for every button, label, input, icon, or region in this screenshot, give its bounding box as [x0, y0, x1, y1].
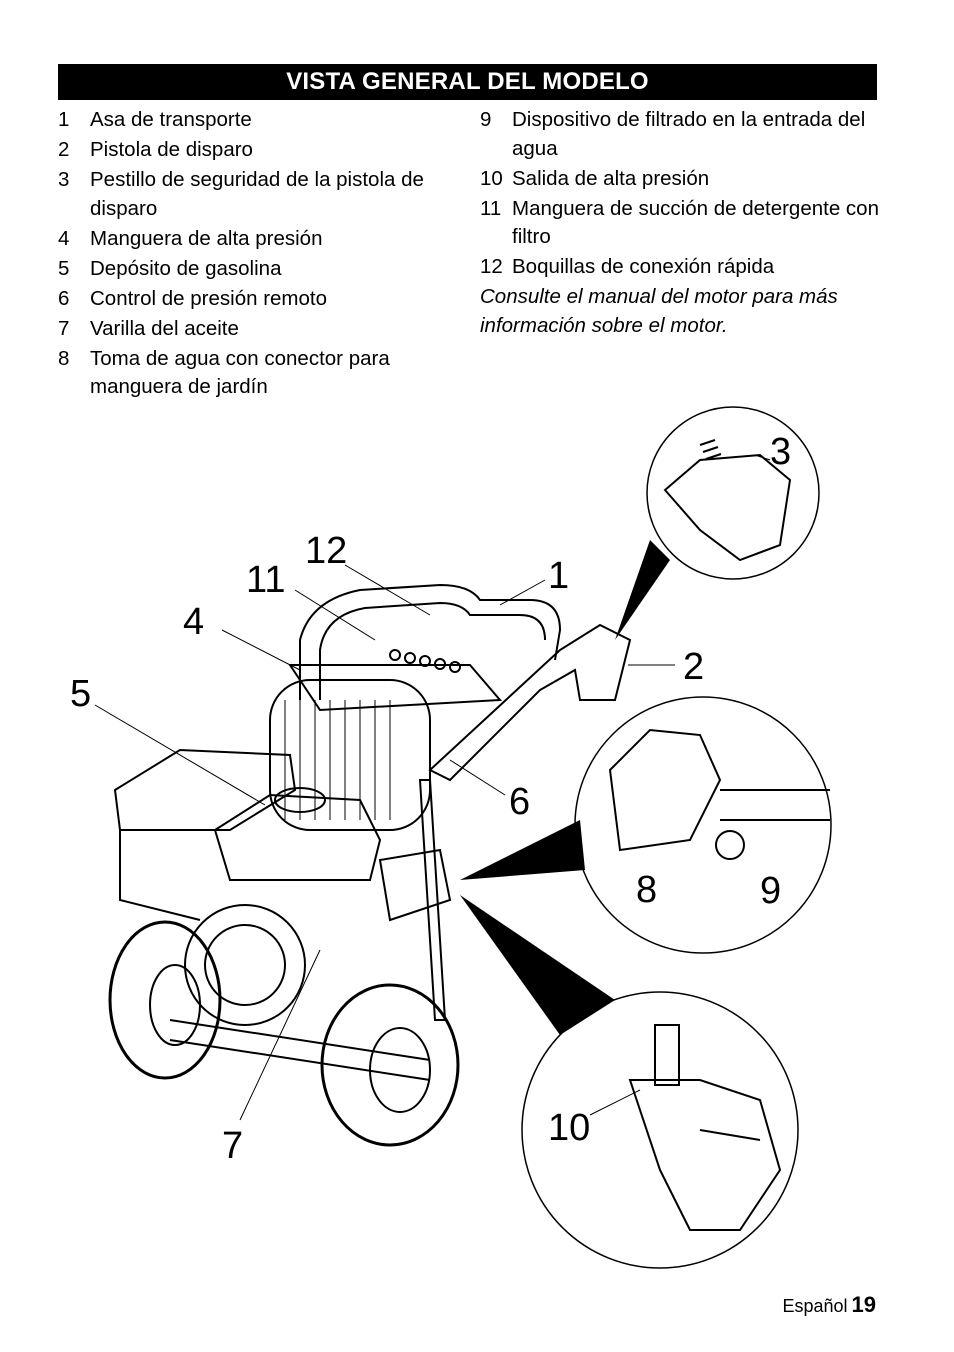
legend-item: 2 Pistola de disparo: [58, 136, 463, 165]
callout-2: 2: [683, 646, 704, 688]
legend-number: 10: [480, 166, 503, 190]
legend-number: 2: [58, 138, 70, 161]
legend-text: Salida de alta presión: [512, 166, 710, 190]
callout-5: 5: [70, 673, 91, 715]
legend-item: 8 Toma de agua con conector para manguera…: [58, 345, 463, 402]
legend-number: 4: [58, 226, 70, 250]
trigger-gun: [428, 623, 632, 782]
engine-cover: [184, 904, 306, 1026]
fuel-tank: [213, 793, 382, 881]
legend-item: 10 Salida de alta presión: [480, 165, 880, 194]
legend-item: 6 Control de presión remoto: [58, 285, 463, 314]
page-number: 19: [851, 1292, 876, 1317]
legend-item: 9 Dispositivo de filtrado en la entrada d…: [480, 106, 880, 163]
engine-manual-note: Consulte el manual del motor para más in…: [480, 285, 838, 337]
legend-text: Control de presión remoto: [90, 286, 328, 310]
legend-number: 3: [58, 168, 70, 191]
detail-circle-high-pressure-outlet: [521, 991, 799, 1269]
footer-language: Español: [782, 1296, 848, 1316]
legend-number: 11: [480, 196, 502, 220]
legend-item: 12 Boquillas de conexión rápida: [480, 253, 880, 282]
legend-text: Dispositivo de filtrado en la entrada de…: [512, 108, 866, 160]
legend-text: Asa de transporte: [90, 108, 252, 131]
detail-circle-safety-latch: [646, 406, 820, 580]
legend-item: 3 Pestillo de seguridad de la pistola de …: [58, 166, 463, 223]
legend-left-column: 1 Asa de transporte 2 Pistola de disparo 3…: [58, 106, 463, 403]
legend-item: 5 Depósito de gasolina: [58, 255, 463, 284]
transport-handle: [299, 583, 562, 700]
left-wheel: [108, 920, 222, 1080]
legend-text: Depósito de gasolina: [90, 256, 282, 280]
control-panel: [288, 664, 503, 712]
legend-text: Toma de agua con conector para manguera …: [90, 346, 390, 399]
section-header: VISTA GENERAL DEL MODELO: [58, 64, 877, 100]
right-wheel: [320, 983, 460, 1147]
legend-number: 9: [480, 108, 492, 131]
detail-circle-water-inlet: [574, 696, 832, 954]
legend-text: Pestillo de seguridad de la pistola de d…: [90, 168, 424, 220]
legend-number: 12: [480, 255, 503, 278]
legend-text: Manguera de succión de detergente con fi…: [512, 196, 879, 249]
section-title: VISTA GENERAL DEL MODELO: [286, 68, 649, 95]
callout-10: 10: [548, 1107, 590, 1149]
callout-8: 8: [636, 869, 657, 911]
callout-11: 11: [246, 559, 285, 601]
callout-3: 3: [770, 431, 791, 473]
legend-number: 8: [58, 346, 70, 370]
legend-text: Boquillas de conexión rápida: [512, 255, 775, 278]
legend-number: 5: [58, 256, 70, 280]
legend-number: 7: [58, 316, 70, 340]
legend-item: 7 Varilla del aceite: [58, 315, 463, 344]
callout-9: 9: [760, 870, 781, 912]
callout-4: 4: [183, 601, 204, 643]
legend-text: Pistola de disparo: [90, 138, 253, 161]
callout-7: 7: [222, 1125, 243, 1167]
legend-item: 1 Asa de transporte: [58, 106, 463, 135]
legend-number: 1: [58, 108, 70, 131]
engine-block: [113, 748, 297, 831]
legend-right-column: 9 Dispositivo de filtrado en la entrada d…: [480, 106, 880, 340]
legend-text: Manguera de alta presión: [90, 226, 323, 250]
callout-1: 1: [548, 555, 569, 597]
hose-reel: [269, 679, 431, 831]
callout-6: 6: [509, 781, 530, 823]
callout-12: 12: [305, 530, 347, 572]
legend-number: 6: [58, 286, 70, 310]
pressure-washer-diagram: 3 12 1 11 4 2 5 6 8 9 10 7: [70, 406, 832, 1269]
legend-item: 11 Manguera de succión de detergente con …: [480, 195, 880, 252]
legend-text: Varilla del aceite: [90, 316, 239, 340]
detail-pointers: [460, 540, 670, 1035]
legend-item: 4 Manguera de alta presión: [58, 225, 463, 254]
